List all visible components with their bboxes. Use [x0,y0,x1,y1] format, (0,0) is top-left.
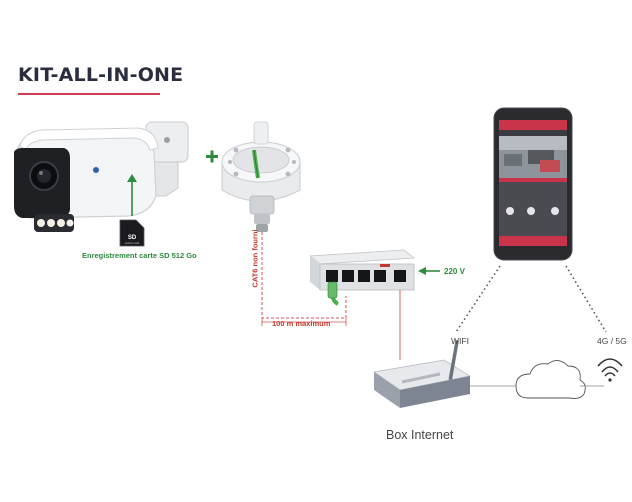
bullet-camera [14,121,189,232]
sd-card: SD unicorn card [119,219,145,247]
internet-cloud-icon [515,360,586,399]
power-label: 220 V [444,267,465,276]
sd-card-sublabel: unicorn card [125,241,140,245]
poe-switch [308,249,416,306]
title-underline [18,93,160,95]
power-arrow-head [418,267,426,275]
sd-card-label: SD [128,235,137,241]
mobile-link [565,265,607,333]
plus-icon [206,150,218,163]
sd-recording-label: Enregistrement carte SD 512 Go [82,251,197,260]
wifi-label: WIFI [451,336,469,346]
page-title: KIT-ALL-IN-ONE [18,64,184,86]
junction-box [221,121,301,232]
cable-label: CAT6 non fourni [250,229,260,288]
mobile-network-label: 4G / 5G [597,336,627,346]
distance-label: 100 m maximum [272,319,331,328]
router-label: Box Internet [386,428,454,442]
cat6-cable-line [261,232,347,319]
wireless-signal-icon [597,358,623,382]
sd-arrow-head [127,174,137,182]
smartphone [493,107,573,261]
router [372,339,472,408]
